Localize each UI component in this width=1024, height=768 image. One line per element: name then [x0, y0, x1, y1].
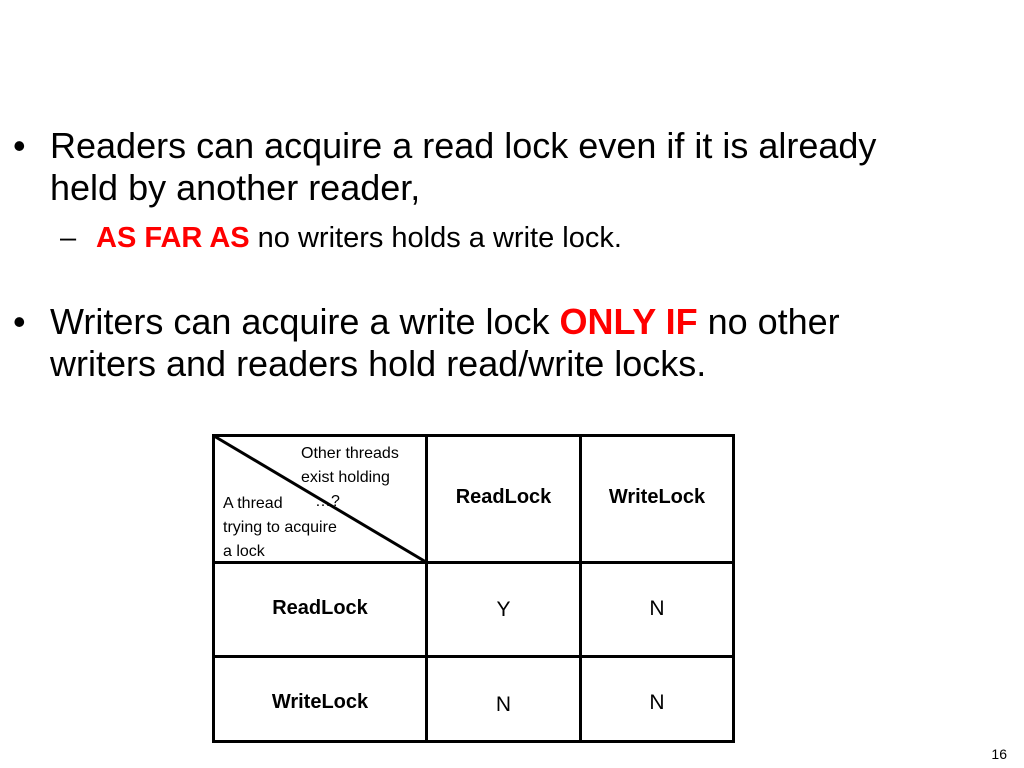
table-border-bottom — [212, 740, 735, 743]
col-header-readlock: ReadLock — [455, 486, 552, 508]
corner-label-a-thread: A thread trying to acquire a lock — [223, 492, 337, 564]
col-header-writelock: WriteLock — [608, 486, 706, 508]
bullet-dot: • — [13, 301, 26, 342]
cell-read-write: N — [649, 597, 665, 620]
page-number: 16 — [991, 746, 1007, 762]
corner-top-line: Other threads — [301, 445, 399, 462]
cell-write-write: N — [649, 691, 665, 714]
bullet-2-line-1: Writers can acquire a write lock ONLY IF… — [50, 301, 840, 343]
table-divider — [425, 434, 428, 743]
corner-bottom-line: trying to acquire — [223, 519, 337, 536]
corner-top-line: exist holding — [301, 469, 390, 486]
bullet-2-pre: Writers can acquire a write lock — [50, 301, 560, 342]
corner-top-line: …? — [315, 493, 340, 510]
cell-read-read: Y — [496, 598, 511, 621]
table-divider — [212, 655, 735, 658]
table-divider — [579, 434, 582, 743]
bullet-dot: • — [13, 125, 26, 166]
bullet-2-post: no other — [697, 301, 840, 342]
corner-label-other-threads: Other threads exist holding …? — [301, 442, 399, 514]
only-if-emphasis: ONLY IF — [559, 301, 698, 342]
table-border-right — [732, 434, 735, 743]
row-header-writelock: WriteLock — [271, 691, 369, 713]
sub-bullet-text: AS FAR AS no writers holds a write lock. — [96, 221, 622, 255]
lock-compatibility-table: Other threads exist holding …? A thread … — [212, 434, 735, 744]
cell-write-read: N — [495, 693, 512, 716]
corner-diagonal — [213, 434, 427, 564]
table-border-top — [212, 434, 735, 437]
as-far-as-emphasis: AS FAR AS — [96, 222, 250, 254]
bullet-2-line-2: writers and readers hold read/write lock… — [50, 343, 707, 384]
bullet-1-line-1: Readers can acquire a read lock even if … — [50, 125, 877, 166]
row-header-readlock: ReadLock — [272, 597, 368, 619]
corner-bottom-line: a lock — [223, 543, 265, 560]
bullet-1-line-2: held by another reader, — [50, 167, 421, 208]
corner-bottom-line: A thread — [223, 495, 283, 512]
sub-bullet-rest: no writers holds a write lock. — [249, 222, 622, 254]
table-divider — [212, 561, 735, 564]
sub-bullet-dash: – — [60, 222, 77, 254]
table-border-left — [212, 434, 215, 743]
